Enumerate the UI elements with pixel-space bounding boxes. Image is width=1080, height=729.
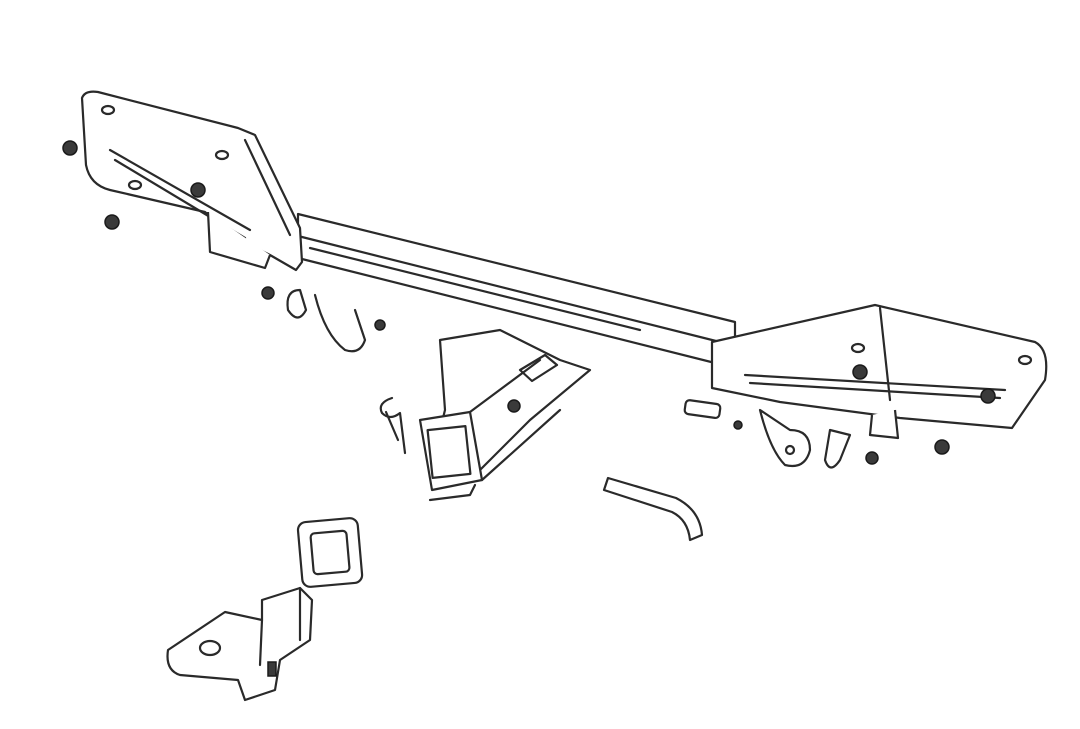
nuts [62,140,996,465]
nut [62,140,78,156]
nut [374,319,386,331]
nut [190,182,206,198]
receiver-tube [418,328,592,502]
left-mounting-bracket [80,90,367,353]
nut [507,399,521,413]
hitch-pin [602,476,704,542]
nut [865,451,879,465]
right-mounting-bracket [683,303,1048,469]
nut [261,286,275,300]
nut [733,420,743,430]
nut [852,364,868,380]
nut [104,214,120,230]
nut [934,439,950,455]
hitch-pin-clip [379,396,407,455]
receiver-collar [296,517,364,588]
nut [980,388,996,404]
ball-mount [166,586,314,702]
